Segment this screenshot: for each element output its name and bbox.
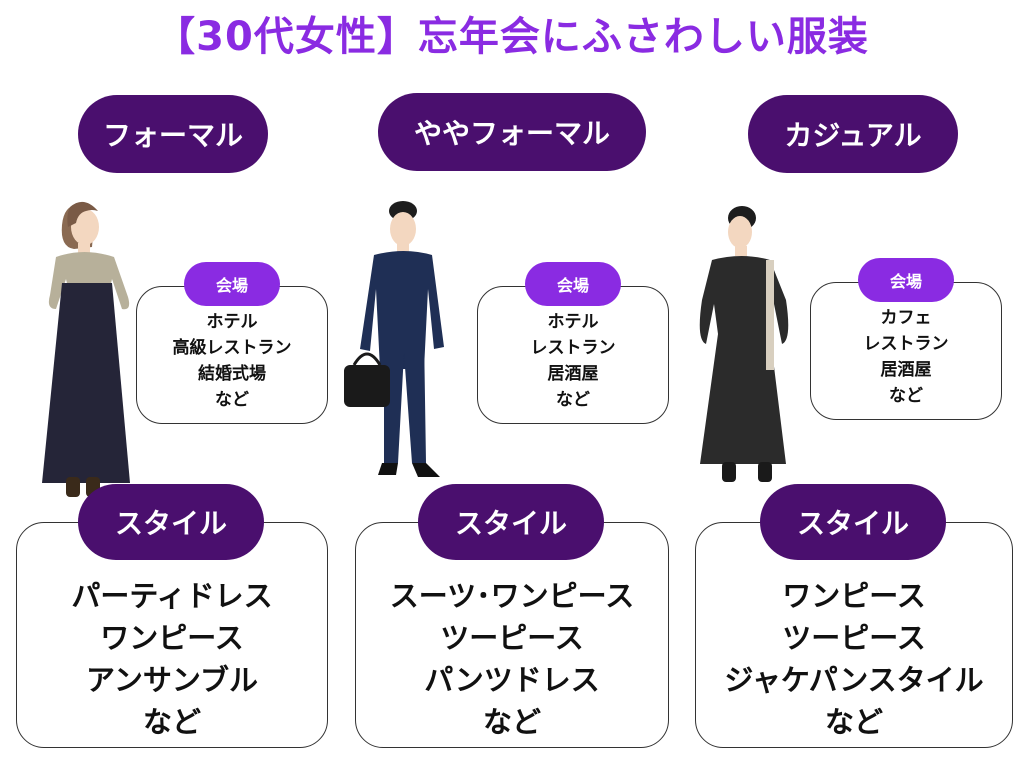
style-item: ツーピース <box>440 621 584 655</box>
formal-dress-figure <box>42 201 130 497</box>
venue-item: 結婚式場 <box>198 364 266 384</box>
category-label: ややフォーマル <box>413 117 610 150</box>
venue-box-casual: カフェ レストラン 居酒屋 など <box>810 282 1002 420</box>
venue-badge: 会場 <box>525 262 621 306</box>
style-item: ツーピース <box>782 621 926 655</box>
category-pill-semi-formal: ややフォーマル <box>378 93 646 171</box>
style-pill-label: スタイル <box>114 507 227 540</box>
style-pill-label: スタイル <box>454 507 567 540</box>
venue-item: ホテル <box>547 312 599 332</box>
venue-box-semi-formal: ホテル レストラン 居酒屋 など <box>477 286 669 424</box>
venue-item: レストラン <box>863 334 949 354</box>
venue-box-formal: ホテル 高級レストラン 結婚式場 など <box>136 286 328 424</box>
category-label: フォーマル <box>102 119 243 152</box>
style-item: スーツ･ワンピース <box>389 579 635 613</box>
venue-item: など <box>556 390 590 410</box>
style-item: など <box>142 705 201 739</box>
style-item: パンツドレス <box>424 663 600 697</box>
style-item: パーティドレス <box>71 579 273 613</box>
page-title: 【30代女性】忘年会にふさわしい服装 <box>155 14 869 60</box>
venue-item: ホテル <box>206 312 258 332</box>
venue-item: など <box>889 386 923 406</box>
venue-item: など <box>215 390 249 410</box>
style-box-casual: ワンピース ツーピース ジャケパンスタイル など <box>695 522 1013 748</box>
style-item: など <box>824 705 883 739</box>
style-pill-formal: スタイル <box>78 484 264 560</box>
style-item: ジャケパンスタイル <box>724 663 984 697</box>
venue-badge-label: 会場 <box>556 276 589 295</box>
casual-dress-figure <box>699 206 789 482</box>
category-label: カジュアル <box>784 119 922 152</box>
style-pill-semi-formal: スタイル <box>418 484 604 560</box>
venue-item: 居酒屋 <box>547 364 599 384</box>
style-item: ワンピース <box>100 621 244 655</box>
venue-item: レストラン <box>530 338 616 358</box>
venue-badge: 会場 <box>184 262 280 306</box>
style-item: ワンピース <box>782 579 926 613</box>
venue-badge-label: 会場 <box>215 276 248 295</box>
category-pill-casual: カジュアル <box>748 95 958 173</box>
category-pill-formal: フォーマル <box>78 95 268 173</box>
style-pill-casual: スタイル <box>760 484 946 560</box>
style-item: など <box>482 705 541 739</box>
style-pill-label: スタイル <box>796 507 909 540</box>
semi-formal-suit-figure <box>344 201 444 477</box>
style-item: アンサンブル <box>86 663 258 697</box>
venue-badge: 会場 <box>858 258 954 302</box>
venue-badge-label: 会場 <box>889 272 922 291</box>
venue-item: 居酒屋 <box>880 360 932 380</box>
venue-item: 高級レストラン <box>172 338 292 358</box>
venue-item: カフェ <box>880 308 932 328</box>
